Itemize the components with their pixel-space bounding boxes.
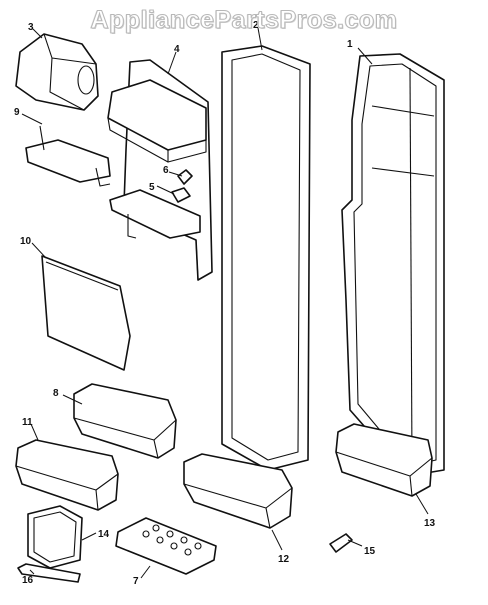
part-14-liner[interactable] (27, 505, 83, 569)
callout-12: 12 (278, 554, 290, 565)
part-13-door-bin[interactable] (335, 423, 433, 497)
callout-16: 16 (22, 575, 34, 586)
part-11-door-bin[interactable] (15, 439, 119, 511)
part-7-egg-tray[interactable] (115, 517, 217, 575)
part-5-clip[interactable] (171, 187, 191, 203)
part-6-clip[interactable] (177, 169, 193, 185)
callout-14: 14 (98, 529, 110, 540)
part-15-bracket[interactable] (329, 533, 353, 553)
part-1-door-liner[interactable] (341, 53, 445, 477)
callout-5: 5 (149, 182, 155, 193)
callout-3: 3 (28, 22, 34, 33)
callout-4: 4 (174, 44, 180, 55)
part-8-door-bin[interactable] (73, 383, 177, 459)
part-16-retainer[interactable] (17, 563, 81, 583)
leader-lines (21, 27, 429, 579)
part-3-dairy-cover[interactable] (15, 33, 99, 111)
callout-6: 6 (163, 165, 169, 176)
callout-13: 13 (424, 518, 436, 529)
callout-2: 2 (253, 20, 259, 31)
callout-10: 10 (20, 236, 32, 247)
part-9-shelf[interactable] (25, 125, 111, 187)
part-2-door-gasket[interactable] (221, 45, 311, 471)
part-4-door-shelf-frame[interactable] (107, 59, 213, 281)
callout-7: 7 (133, 576, 139, 587)
callout-15: 15 (364, 546, 376, 557)
callout-11: 11 (22, 417, 33, 428)
callout-1: 1 (347, 39, 353, 50)
callout-9: 9 (14, 107, 20, 118)
part-10-panel[interactable] (41, 255, 131, 371)
callout-8: 8 (53, 388, 59, 399)
part-12-door-bin[interactable] (183, 453, 293, 529)
